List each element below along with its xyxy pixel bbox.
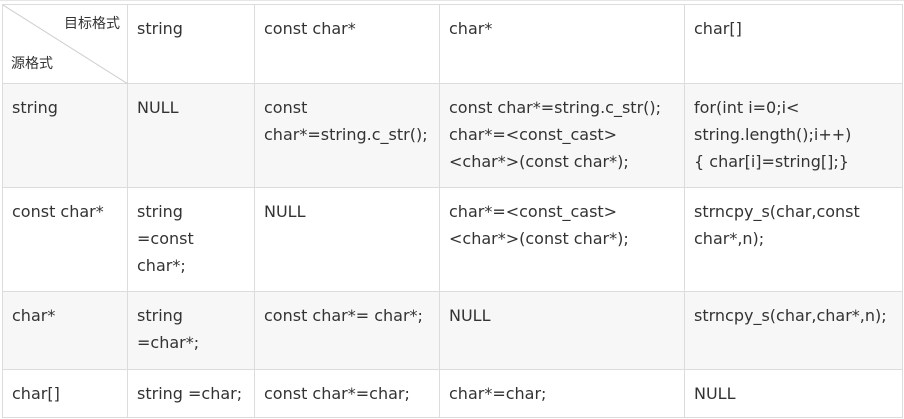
cell-line: =const <box>137 229 194 248</box>
cell-line: <char*>(const char*); <box>449 229 629 248</box>
table-cell: char*=char; <box>439 369 685 418</box>
cell-line: NULL <box>449 306 491 325</box>
table-cell: strncpy_s(char,const char*,n); <box>684 187 903 292</box>
diagonal-header-cell: 目标格式 源格式 <box>2 4 128 84</box>
cell-line: string =char; <box>137 384 243 403</box>
cell-line: string <box>137 306 183 325</box>
cell-line: <char*>(const char*); <box>449 152 629 171</box>
cell-line: string <box>137 202 183 221</box>
cell-line: NULL <box>264 202 306 221</box>
cell-line: char*=<const_cast> <box>449 125 618 144</box>
cell-line: { char[i]=string[];} <box>694 152 849 171</box>
table-cell: string =const char*; <box>127 187 255 292</box>
cell-line: char*; <box>137 256 186 275</box>
cell-line: NULL <box>137 98 179 117</box>
cell-line: NULL <box>694 384 736 403</box>
table-row: char[] string =char; const char*=char; c… <box>2 369 903 418</box>
header-row: 目标格式 源格式 string const char* char* char[] <box>2 4 903 84</box>
row-header-const-char-ptr: const char* <box>2 187 128 292</box>
row-header-char-array: char[] <box>2 369 128 418</box>
table-cell: for(int i=0;i< string.length();i++) { ch… <box>684 83 903 188</box>
table-cell: NULL <box>684 369 903 418</box>
table-cell: strncpy_s(char,char*,n); <box>684 291 903 370</box>
cell-line: const <box>264 98 308 117</box>
cell-line: for(int i=0;i< <box>694 98 800 117</box>
top-divider <box>0 0 904 1</box>
cell-line: strncpy_s(char,char*,n); <box>694 306 887 325</box>
column-header-const-char-ptr: const char* <box>254 4 440 84</box>
table-cell: NULL <box>254 187 440 292</box>
cell-line: char*,n); <box>694 229 765 248</box>
source-format-label: 源格式 <box>11 56 53 72</box>
table-cell: const char*=string.c_str(); char*=<const… <box>439 83 685 188</box>
diagonal-divider-line <box>3 5 128 84</box>
table-cell: string =char*; <box>127 291 255 370</box>
row-header-char-ptr: char* <box>2 291 128 370</box>
cell-line: char*=char; <box>449 384 547 403</box>
table-cell: const char*=string.c_str(); <box>254 83 440 188</box>
row-header-string: string <box>2 83 128 188</box>
cell-line: =char*; <box>137 333 200 352</box>
table-cell: NULL <box>127 83 255 188</box>
table-cell: char*=<const_cast> <char*>(const char*); <box>439 187 685 292</box>
column-header-string: string <box>127 4 255 84</box>
table-row: char* string =char*; const char*= char*;… <box>2 291 903 370</box>
cell-line: strncpy_s(char,const <box>694 202 860 221</box>
cell-line: const char*=string.c_str(); <box>449 98 662 117</box>
table-cell: const char*=char; <box>254 369 440 418</box>
cell-line: char*=<const_cast> <box>449 202 618 221</box>
cell-line: const char*= char*; <box>264 306 423 325</box>
cell-line: const char*=char; <box>264 384 410 403</box>
conversion-table: 目标格式 源格式 string const char* char* char[]… <box>2 4 903 418</box>
table-cell: string =char; <box>127 369 255 418</box>
table-cell: const char*= char*; <box>254 291 440 370</box>
cell-line: string.length();i++) <box>694 125 852 144</box>
target-format-label: 目标格式 <box>64 16 120 32</box>
column-header-char-array: char[] <box>684 4 903 84</box>
table-row: string NULL const char*=string.c_str(); … <box>2 83 903 188</box>
cell-line: char*=string.c_str(); <box>264 125 428 144</box>
column-header-char-ptr: char* <box>439 4 685 84</box>
table-cell: NULL <box>439 291 685 370</box>
table-row: const char* string =const char*; NULL ch… <box>2 187 903 292</box>
